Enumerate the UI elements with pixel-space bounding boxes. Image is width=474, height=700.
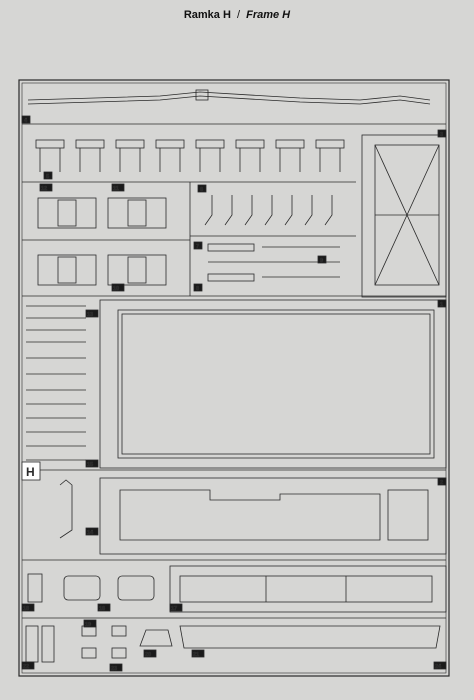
bracket-legs xyxy=(39,148,341,172)
part-label-23: 23 xyxy=(111,666,117,672)
title-main: Ramka H xyxy=(183,9,231,21)
frame-letter: H xyxy=(26,465,35,479)
part-label-14: 14 xyxy=(87,530,94,536)
title-separator: / xyxy=(236,9,241,21)
part-label-13: 13 xyxy=(87,312,93,318)
part-label-3: 3 xyxy=(440,132,443,138)
panel-part-2-shape xyxy=(119,489,381,541)
part-15 xyxy=(27,573,43,603)
part-14 xyxy=(59,479,73,539)
rod-part-8 xyxy=(207,273,255,282)
part-16 xyxy=(63,575,101,601)
rod-part-7 xyxy=(207,243,255,252)
part-label-11: 11 xyxy=(113,186,119,192)
panel-part-17 xyxy=(169,565,447,613)
part-label-15: 15 xyxy=(87,462,93,468)
panel-part-17-inner xyxy=(179,575,433,603)
part-label-10: 10 xyxy=(113,286,119,292)
frame-letter-box xyxy=(21,461,41,481)
part-label-19: 19 xyxy=(85,622,91,628)
rail-block xyxy=(195,89,209,101)
bracket-row-5 xyxy=(35,139,345,149)
sheet-title: Ramka H / Frame H xyxy=(0,9,474,21)
panel-part-2 xyxy=(99,477,447,555)
inner-frame xyxy=(21,82,447,674)
bottom-parts xyxy=(25,625,441,663)
part-label-6: 6 xyxy=(200,187,203,193)
part-label-4: 4 xyxy=(24,118,28,124)
top-rail-part-edge xyxy=(27,95,431,105)
part-label-17: 17 xyxy=(171,606,177,612)
panel-part-2-block xyxy=(387,489,429,541)
frame-part-1-inner xyxy=(117,309,435,459)
rods-part-13 xyxy=(26,305,86,461)
part-label-22: 22 xyxy=(23,664,29,670)
part-label-12: 12 xyxy=(41,186,47,192)
frame-part-1 xyxy=(99,299,447,469)
part-16b xyxy=(117,575,155,601)
title-italic: Frame H xyxy=(246,9,291,21)
hooks-part-6 xyxy=(204,195,333,226)
part-number-labels: 1 2 3 4 5 6 7 8 9 10 11 12 13 14 15 16 1… xyxy=(21,115,447,672)
panel-part-3 xyxy=(361,134,447,298)
part-label-9: 9 xyxy=(320,258,323,264)
part-label-18: 18 xyxy=(23,606,29,612)
top-rail-part xyxy=(27,91,431,101)
frame-part-1-inset xyxy=(121,313,431,455)
outer-frame xyxy=(18,79,450,677)
part-label-8: 8 xyxy=(196,286,199,292)
part-label-16: 16 xyxy=(99,606,105,612)
part-label-7: 7 xyxy=(196,244,199,250)
part-label-21: 21 xyxy=(193,652,199,658)
part-label-24: 24 xyxy=(435,664,442,670)
part-label-2: 2 xyxy=(440,480,443,486)
part-label-20: 20 xyxy=(145,652,151,658)
blocks-12-11 xyxy=(37,197,167,286)
part-label-1: 1 xyxy=(440,302,443,308)
part-label-5: 5 xyxy=(46,174,49,180)
